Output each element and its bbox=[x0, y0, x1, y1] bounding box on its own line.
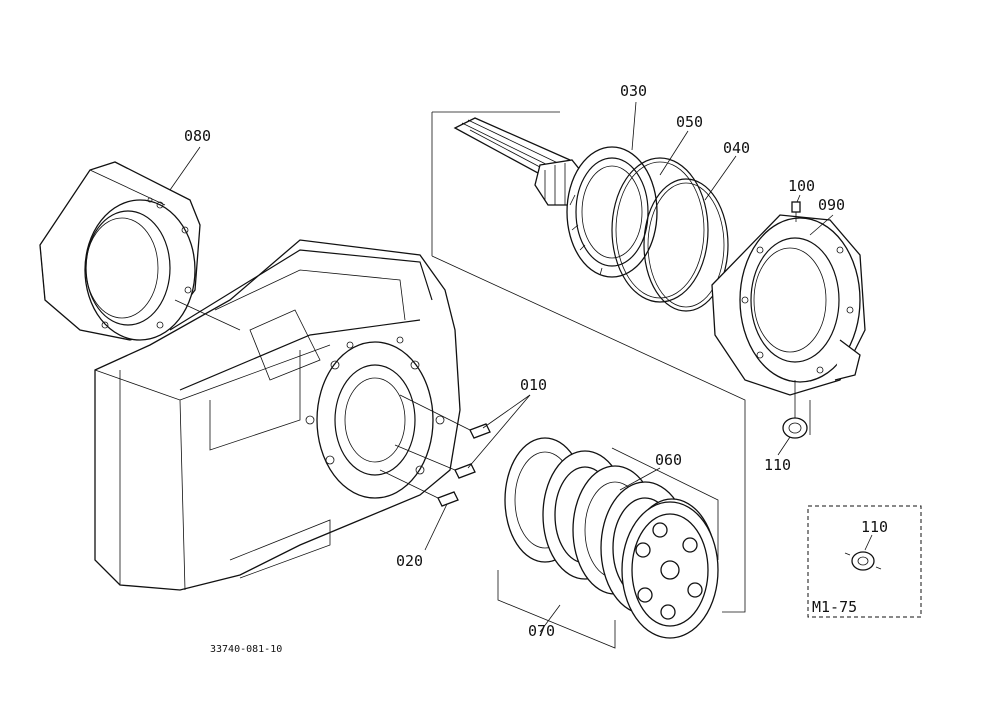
part-090-housing-ring bbox=[711, 214, 866, 396]
label-060: 060 bbox=[655, 451, 682, 469]
part-010-pins bbox=[394, 394, 491, 479]
label-110: 110 bbox=[764, 456, 791, 474]
label-090: 090 bbox=[818, 196, 845, 214]
label-030: 030 bbox=[620, 82, 647, 100]
part-040-ring bbox=[643, 178, 729, 312]
part-030-shaft bbox=[453, 117, 589, 206]
label-020: 020 bbox=[396, 552, 423, 570]
transmission-housing bbox=[94, 239, 461, 591]
leader-lines bbox=[169, 101, 834, 633]
label-070: 070 bbox=[528, 622, 555, 640]
label-040: 040 bbox=[723, 139, 750, 157]
group-070-bracket bbox=[497, 570, 616, 649]
part-100-fitting bbox=[791, 201, 801, 222]
part-110-bushing bbox=[782, 380, 811, 439]
label-110-inset: 110 bbox=[861, 518, 888, 536]
label-100: 100 bbox=[788, 177, 815, 195]
drawing-number: 33740-081-10 bbox=[210, 644, 282, 655]
inset-model-label: M1-75 bbox=[812, 598, 857, 616]
inset-box bbox=[807, 505, 922, 618]
assembly-outline-box bbox=[431, 111, 746, 613]
label-080: 080 bbox=[184, 127, 211, 145]
part-080-housing-ring bbox=[39, 161, 241, 341]
part-030-gear-hub bbox=[566, 146, 658, 278]
part-050-ring bbox=[611, 157, 709, 303]
label-010: 010 bbox=[520, 376, 547, 394]
part-060-plate-3 bbox=[621, 501, 719, 639]
label-050: 050 bbox=[676, 113, 703, 131]
part-020-pin bbox=[379, 469, 459, 507]
group-060-bracket bbox=[611, 447, 719, 560]
